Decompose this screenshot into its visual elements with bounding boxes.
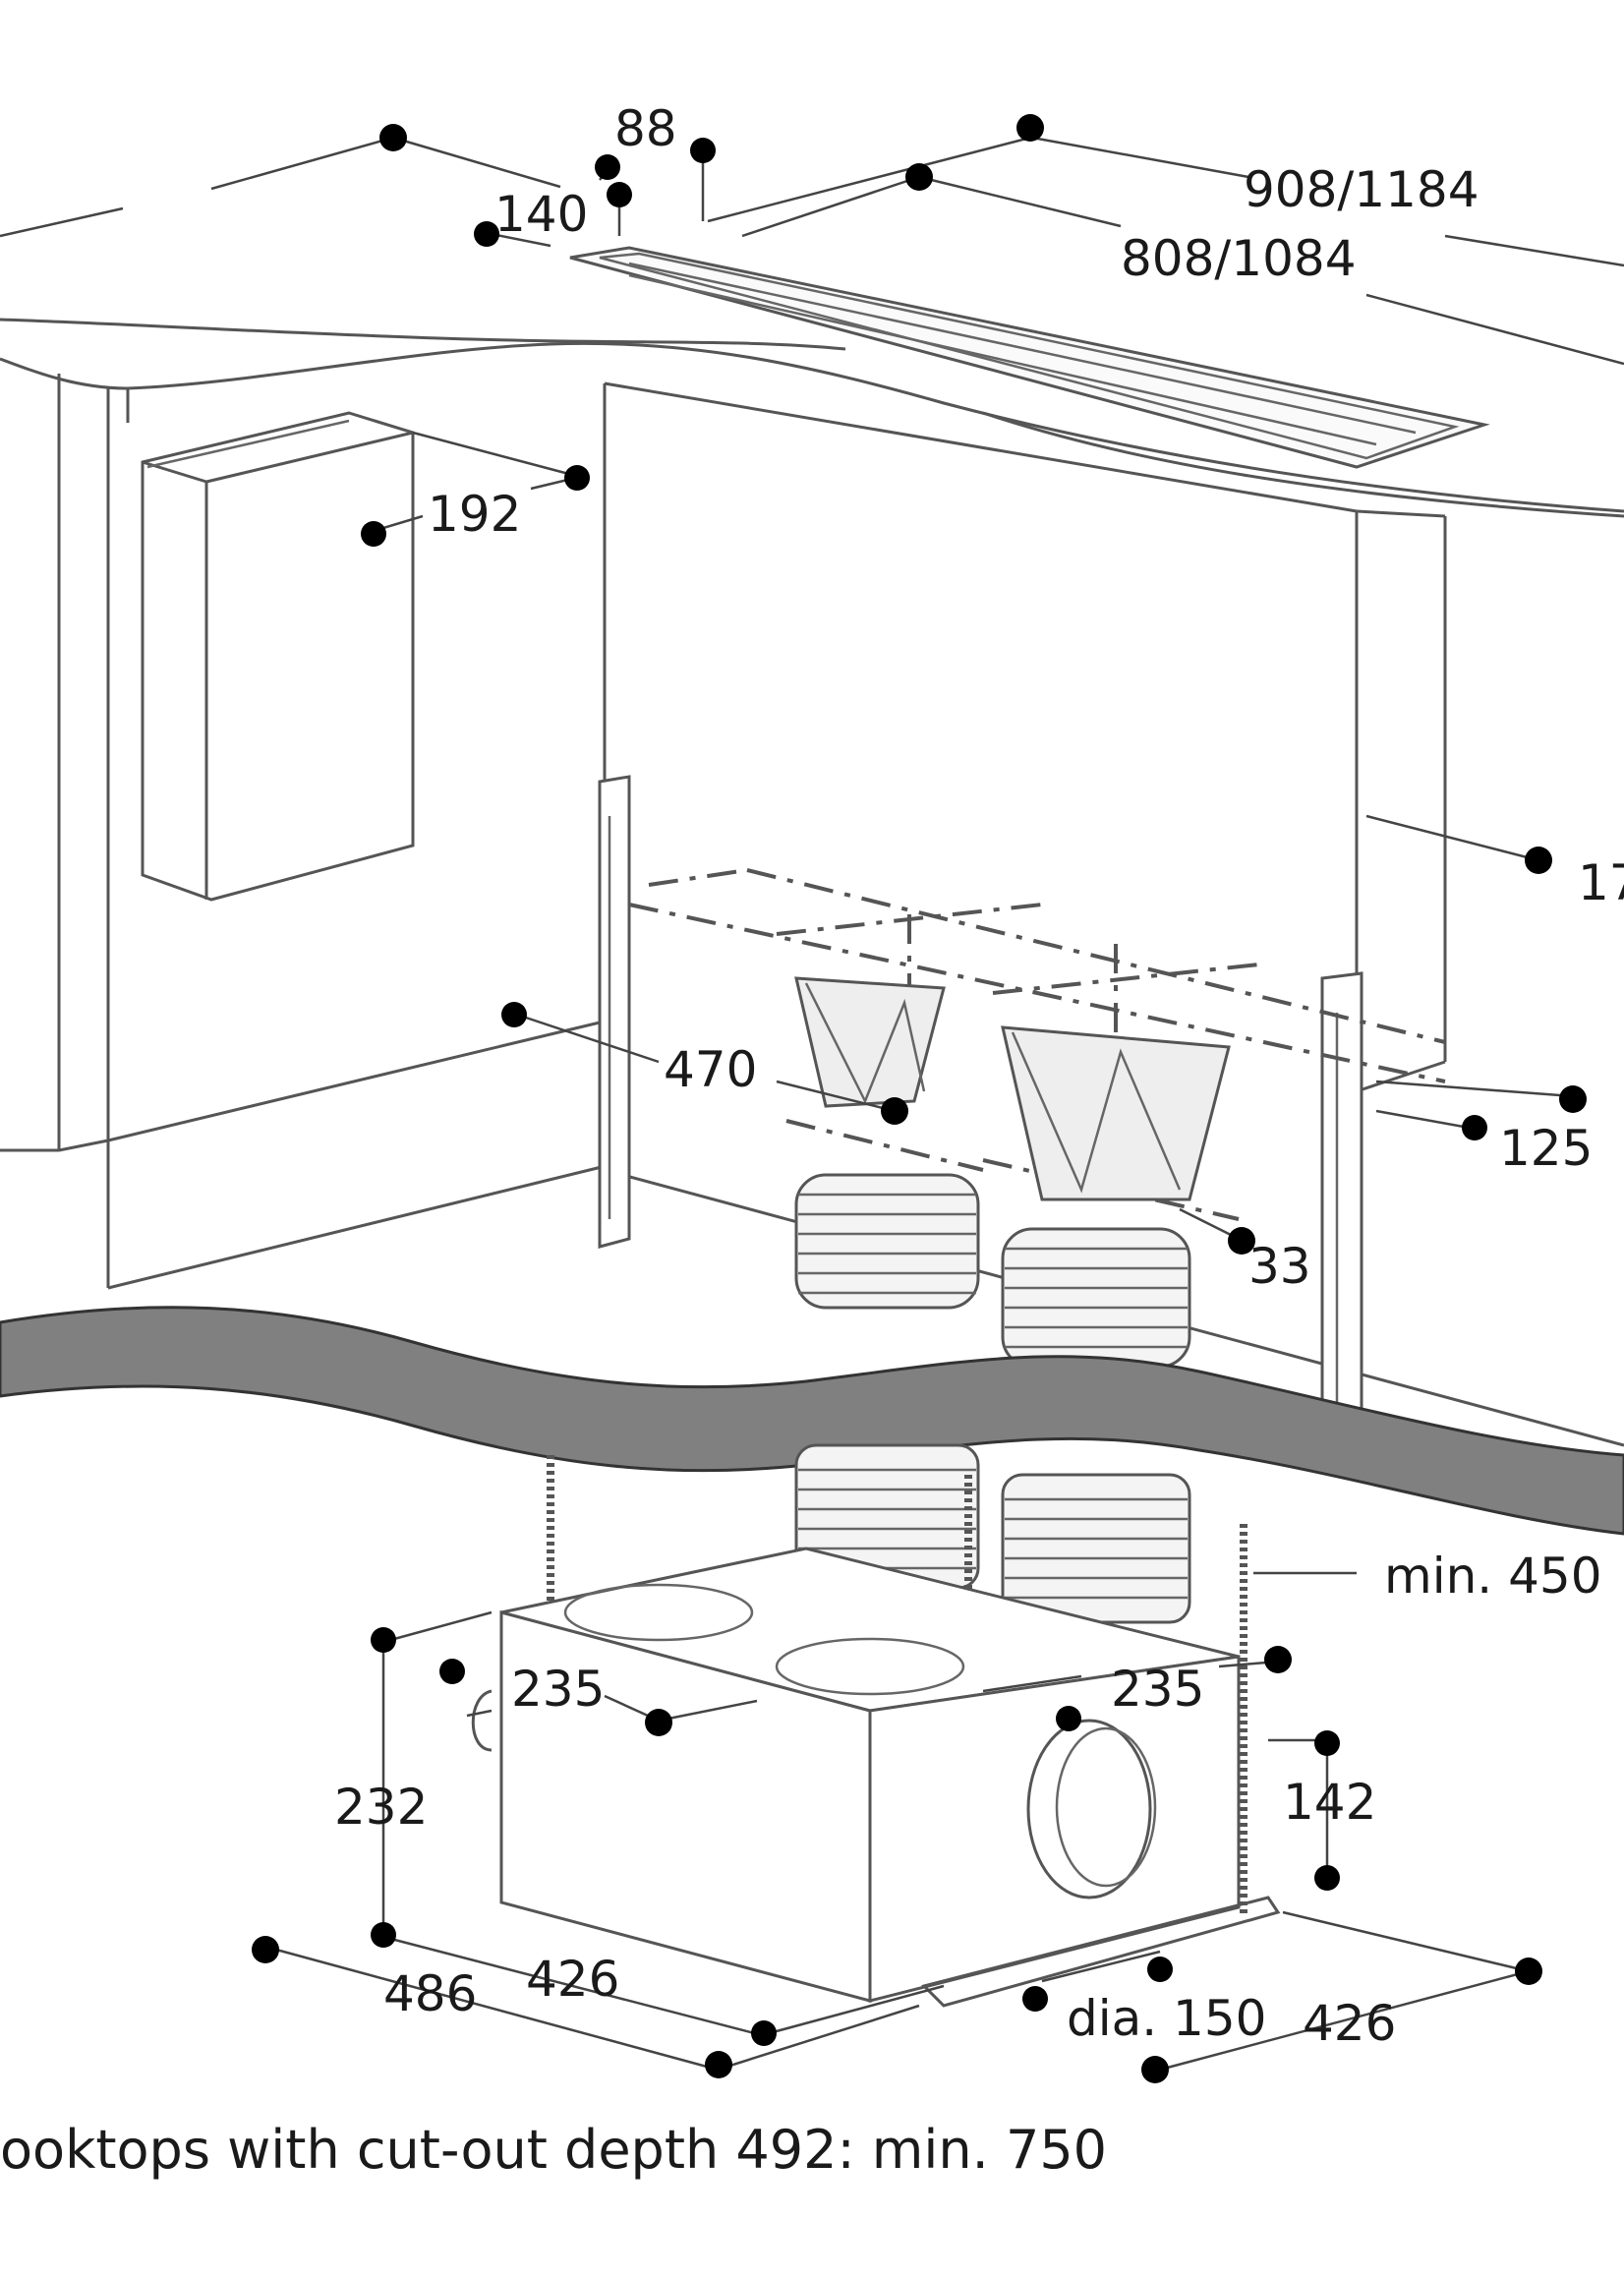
fan-box xyxy=(471,1547,1281,2008)
dim-125: 125 xyxy=(1499,1120,1593,1177)
dim-486: 486 xyxy=(383,1965,477,2022)
dim-142: 142 xyxy=(1283,1774,1376,1831)
mounting-brackets xyxy=(598,775,1363,1435)
dim-dia-150: dia. 150 xyxy=(1067,1990,1267,2047)
dim-426-left: 426 xyxy=(526,1951,619,2008)
ceiling-slab xyxy=(0,318,1624,518)
dimension-lines xyxy=(0,136,1624,2072)
duct-funnels xyxy=(794,976,1231,1201)
dim-808-1084: 808/1084 xyxy=(1121,230,1357,287)
dim-235-left: 235 xyxy=(511,1661,605,1718)
upper-ducts xyxy=(794,1173,1191,1369)
dim-33: 33 xyxy=(1248,1238,1311,1295)
dimension-dots xyxy=(252,114,1587,2083)
left-cabinet xyxy=(0,374,610,1290)
dim-426-right: 426 xyxy=(1303,1995,1396,2052)
hood-strip xyxy=(569,246,1490,469)
dim-17: 17 xyxy=(1578,854,1624,911)
dim-235-right: 235 xyxy=(1111,1661,1204,1718)
dim-470: 470 xyxy=(664,1041,757,1098)
dim-88: 88 xyxy=(614,100,677,157)
dim-192: 192 xyxy=(428,486,521,543)
dim-140: 140 xyxy=(494,186,588,243)
lower-ducts xyxy=(794,1443,1191,1624)
dim-232: 232 xyxy=(334,1779,428,1836)
footnote-caption: ooktops with cut-out depth 492: min. 750 xyxy=(0,2119,1107,2181)
dim-908-1184: 908/1184 xyxy=(1244,161,1479,218)
dim-min-450: min. 450 xyxy=(1384,1548,1602,1605)
floor-section-band xyxy=(0,1306,1624,1536)
